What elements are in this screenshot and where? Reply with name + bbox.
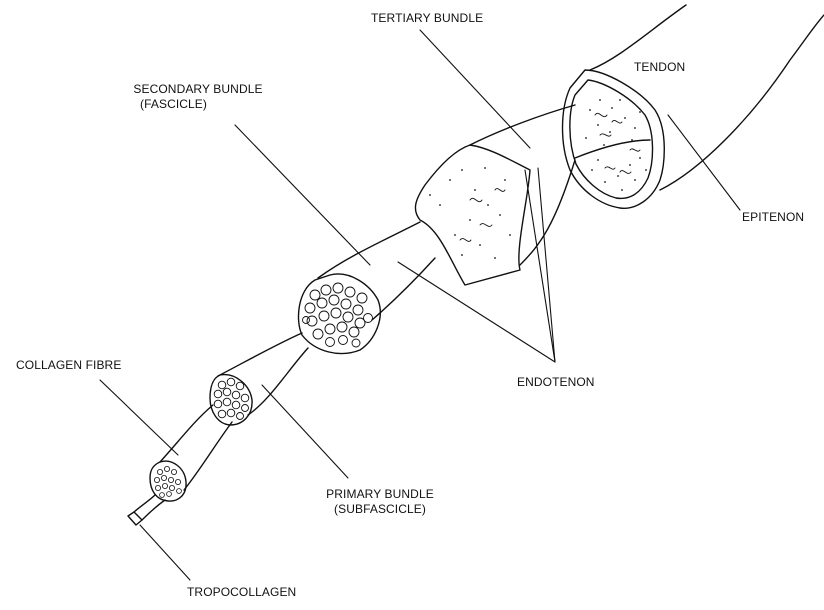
primary-bundle-face [210,375,252,425]
label-secondary-bundle-line1: SECONDARY BUNDLE [118,82,278,97]
primary-fibre-circles [214,378,249,419]
leader-endotenon-1 [398,262,555,362]
tropocollagen-to-fibre-upper [134,495,155,512]
primary-bundle-structure [210,333,308,425]
secondary-to-tertiary-upper [318,222,420,278]
primary-to-secondary-lower [248,348,308,415]
tendon-body-lower [660,15,824,190]
leader-primary-bundle [262,385,348,478]
tendon-septum [575,140,650,158]
collagen-to-primary-upper [160,405,213,462]
leader-endotenon-3 [538,168,555,362]
tendon-fibre-squiggles [595,113,640,173]
secondary-bundle-structure [298,222,435,354]
label-primary-bundle-line1: PRIMARY BUNDLE [310,487,450,502]
label-tendon: TENDON [634,60,685,75]
tertiary-bundle-structure [415,105,575,285]
leader-endotenon-2 [525,170,555,362]
leader-secondary-bundle [235,125,370,265]
leader-tropocollagen [140,525,190,580]
tertiary-fibre-squiggles [460,189,505,242]
collagen-fibre-structure [150,405,232,501]
label-secondary-bundle-line2: (FASCICLE) [118,97,278,112]
tertiary-to-tendon-lower [520,160,575,265]
tendon-structure [563,5,824,208]
secondary-fibre-circles [303,283,373,347]
leader-tertiary-bundle [420,30,530,148]
leader-collagen-fibre [100,380,178,455]
label-secondary-bundle: SECONDARY BUNDLE (FASCICLE) [118,82,278,112]
tropocollagen-molecule [128,512,142,525]
secondary-to-tertiary-lower [372,258,435,320]
collagen-to-primary-lower [184,422,232,490]
label-epitenon: EPITENON [742,210,804,225]
leader-epitenon [668,115,740,210]
label-primary-bundle-line2: (SUBFASCICLE) [310,502,450,517]
tropocollagen-structure [128,495,165,525]
tendon-cross-section [563,70,665,208]
collagen-fibril-circles [154,466,181,497]
label-tertiary-bundle: TERTIARY BUNDLE [371,11,483,26]
tertiary-stipple [429,167,511,259]
tertiary-bundle-face [415,145,530,285]
tendon-inner-outline [570,80,653,198]
label-primary-bundle: PRIMARY BUNDLE (SUBFASCICLE) [310,487,450,517]
label-collagen-fibre: COLLAGEN FIBRE [16,358,121,373]
label-tropocollagen: TROPOCOLLAGEN [187,585,296,600]
label-endotenon: ENDOTENON [517,375,595,390]
tertiary-to-tendon-upper [470,105,575,145]
